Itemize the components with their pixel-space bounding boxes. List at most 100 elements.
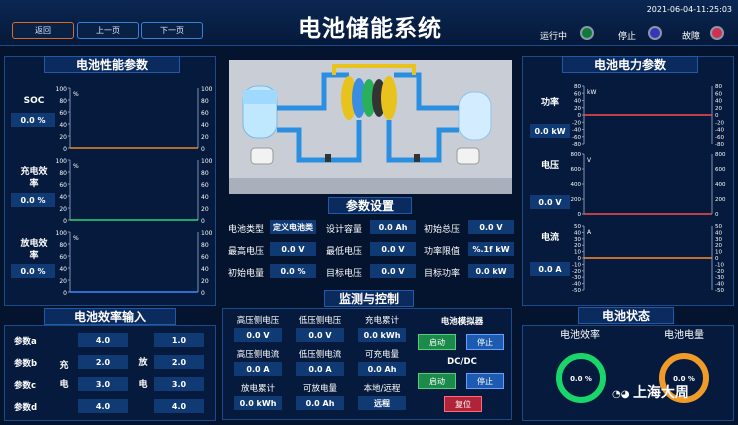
power-panel-title: 电池电力参数 bbox=[562, 56, 698, 73]
monitor-value: 0.0 kWh bbox=[234, 396, 282, 410]
tick-label: -40 bbox=[572, 128, 581, 134]
tick-label: 80 bbox=[201, 242, 209, 249]
efficiency-param-label: 参数d bbox=[14, 403, 38, 413]
monitor-value: 0.0 A bbox=[234, 362, 282, 376]
tick-label: 800 bbox=[715, 152, 726, 158]
param-value-field[interactable]: 0.0 Ah bbox=[370, 220, 416, 234]
unit-label: % bbox=[73, 91, 79, 98]
tick-label: 100 bbox=[56, 86, 67, 93]
tick-label: 0 bbox=[578, 212, 582, 218]
param-value-field[interactable]: 0.0 V bbox=[370, 264, 416, 278]
power-label: 功率 bbox=[540, 98, 559, 108]
battery-capacity-label: 电池电量 bbox=[664, 330, 704, 341]
battery-efficiency-label: 电池效率 bbox=[560, 330, 600, 341]
tick-label: 40 bbox=[574, 99, 581, 105]
tick-label: -20 bbox=[715, 269, 724, 275]
tick-label: -10 bbox=[572, 262, 581, 268]
tick-label: 40 bbox=[59, 122, 67, 129]
next-page-button[interactable]: 下一页 bbox=[141, 22, 203, 39]
status-running-label: 运行中 bbox=[540, 32, 568, 42]
dcdc-reset-button[interactable]: 复位 bbox=[444, 396, 482, 412]
charge-param-input[interactable]: 4.0 bbox=[78, 333, 128, 347]
tick-label: 80 bbox=[59, 170, 67, 177]
battery-system-diagram bbox=[229, 60, 512, 194]
status-fault-label: 故障 bbox=[682, 32, 701, 42]
param-value-field[interactable]: %.1f kW bbox=[468, 242, 514, 256]
tick-label: -40 bbox=[715, 128, 724, 134]
back-button[interactable]: 返回 bbox=[12, 22, 74, 39]
param-label: 设计容量 bbox=[325, 225, 362, 235]
tick-label: 40 bbox=[715, 99, 722, 105]
monitor-panel-title: 监测与控制 bbox=[324, 290, 414, 307]
charge-param-input[interactable]: 4.0 bbox=[78, 399, 128, 413]
discharge-param-input[interactable]: 1.0 bbox=[154, 333, 204, 347]
tick-label: 40 bbox=[574, 230, 581, 236]
tick-label: -50 bbox=[715, 288, 724, 294]
current-value: 0.0 A bbox=[530, 262, 570, 276]
monitor-value: 0.0 Ah bbox=[296, 396, 344, 410]
charge-param-input[interactable]: 3.0 bbox=[78, 377, 128, 391]
tick-label: 200 bbox=[715, 197, 726, 203]
tick-label: 80 bbox=[715, 84, 722, 90]
param-value-field[interactable]: 0.0 V bbox=[370, 242, 416, 256]
tick-label: 0 bbox=[63, 146, 67, 153]
tick-label: 60 bbox=[59, 182, 67, 189]
datetime: 2021-06-04-11:25:03 bbox=[646, 5, 732, 14]
monitor-label: 低压侧电流 bbox=[298, 350, 342, 360]
charge-param-input[interactable]: 2.0 bbox=[78, 355, 128, 369]
wechat-icon: ◔◕ bbox=[612, 389, 633, 400]
param-label: 初始电量 bbox=[227, 269, 264, 279]
tick-label: 400 bbox=[715, 182, 726, 188]
tick-label: 20 bbox=[715, 243, 722, 249]
tick-label: -60 bbox=[572, 135, 581, 141]
param-value-field[interactable]: 定义电池类 bbox=[270, 220, 316, 234]
efficiency-param-label: 参数b bbox=[14, 359, 38, 369]
monitor-value: 0.0 A bbox=[296, 362, 344, 376]
discharge-param-input[interactable]: 2.0 bbox=[154, 355, 204, 369]
tick-label: 600 bbox=[715, 167, 726, 173]
tick-label: 800 bbox=[571, 152, 582, 158]
monitor-label: 高压侧电流 bbox=[236, 350, 280, 360]
param-value-field[interactable]: 0.0 V bbox=[468, 220, 514, 234]
current-label: 电流 bbox=[540, 233, 559, 243]
monitor-label: 可放电量 bbox=[302, 384, 337, 394]
tick-label: 20 bbox=[574, 243, 581, 249]
discharge-param-input[interactable]: 4.0 bbox=[154, 399, 204, 413]
param-label: 初始总压 bbox=[423, 225, 460, 235]
voltage-value: 0.0 V bbox=[530, 195, 570, 209]
monitor-value: 远程 bbox=[358, 396, 406, 410]
discharge-param-input[interactable]: 3.0 bbox=[154, 377, 204, 391]
monitor-label: 本地/远程 bbox=[363, 384, 401, 394]
tick-label: 0 bbox=[578, 113, 582, 119]
param-label: 目标电压 bbox=[325, 269, 362, 279]
dcdc-stop-button[interactable]: 停止 bbox=[466, 373, 504, 389]
param-value-field[interactable]: 0.0 V bbox=[270, 242, 316, 256]
tick-label: 60 bbox=[59, 110, 67, 117]
tick-label: 100 bbox=[201, 86, 213, 93]
simulator-title: 电池模拟器 bbox=[440, 317, 484, 327]
simulator-start-button[interactable]: 启动 bbox=[418, 334, 456, 350]
tick-label: 100 bbox=[201, 230, 213, 237]
simulator-stop-button[interactable]: 停止 bbox=[466, 334, 504, 350]
power-value: 0.0 kW bbox=[530, 124, 570, 138]
efficiency-ring-gauge bbox=[556, 353, 606, 403]
param-value-field[interactable]: 0.0 % bbox=[270, 264, 316, 278]
tick-label: 60 bbox=[201, 110, 209, 117]
dcdc-start-button[interactable]: 启动 bbox=[418, 373, 456, 389]
param-value-field[interactable]: 0.0 kW bbox=[468, 264, 514, 278]
tick-label: -10 bbox=[715, 262, 724, 268]
unit-label: % bbox=[73, 235, 79, 242]
performance-panel-title: 电池性能参数 bbox=[44, 56, 180, 73]
tick-label: 0 bbox=[578, 256, 582, 262]
tick-label: 60 bbox=[574, 91, 581, 97]
discharge-char-1: 放 bbox=[138, 358, 148, 368]
tick-label: 0 bbox=[201, 146, 205, 153]
watermark: ◔◕ 上海大周 bbox=[612, 385, 689, 401]
tick-label: 200 bbox=[571, 197, 582, 203]
monitor-label: 充电累计 bbox=[364, 316, 399, 326]
tick-label: 80 bbox=[201, 170, 209, 177]
prev-page-button[interactable]: 上一页 bbox=[77, 22, 139, 39]
tick-label: 0 bbox=[63, 218, 67, 225]
tick-label: 20 bbox=[201, 278, 209, 285]
